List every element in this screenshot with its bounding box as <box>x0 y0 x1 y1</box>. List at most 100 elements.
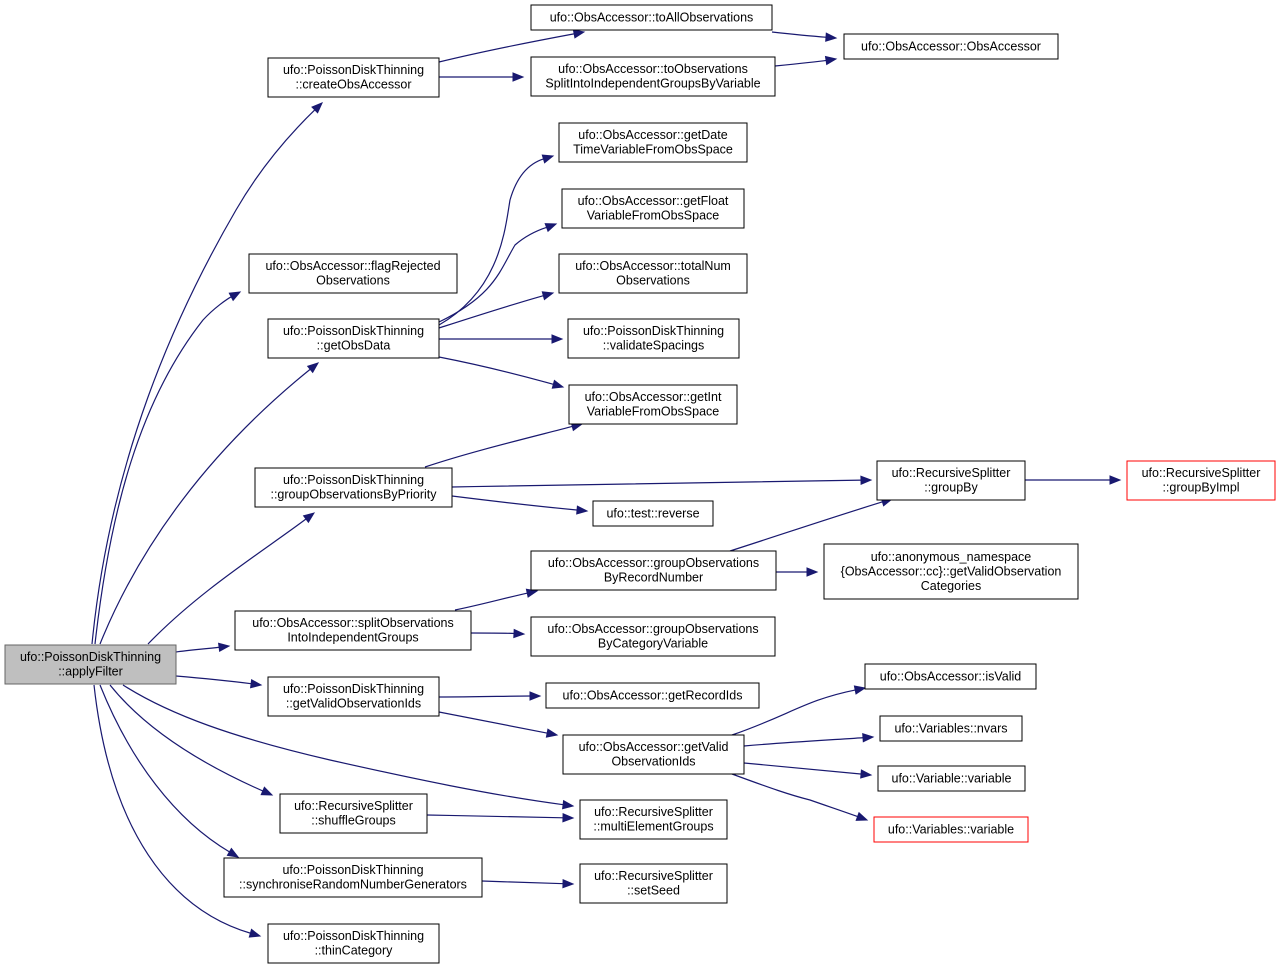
node-getValidIdsOA[interactable]: ufo::ObsAccessor::getValidObservationIds <box>562 734 745 775</box>
arrowhead-icon <box>226 847 240 858</box>
node-label-line: ufo::PoissonDiskThinning <box>583 324 724 338</box>
node-label-line: IntoIndependentGroups <box>287 631 418 645</box>
node-box <box>4 644 177 685</box>
edge-groupByRecord-to-groupBy <box>729 497 894 552</box>
node-label-line: ::groupBy <box>924 481 978 495</box>
edge-line <box>147 517 308 645</box>
arrowhead-icon <box>512 72 525 82</box>
node-label-line: ufo::RecursiveSplitter <box>594 805 713 819</box>
node-multiElementGroups[interactable]: ufo::RecursiveSplitter::multiElementGrou… <box>579 799 728 840</box>
edge-line <box>731 773 859 818</box>
node-label-line: ::synchroniseRandomNumberGenerators <box>239 878 467 892</box>
arrowhead-icon <box>248 928 262 938</box>
arrowhead-icon <box>544 223 558 233</box>
arrowhead-icon <box>545 728 559 738</box>
node-thinCategory[interactable]: ufo::PoissonDiskThinning::thinCategory <box>267 923 440 964</box>
arrowhead-icon <box>260 786 274 796</box>
edge-line <box>438 158 545 326</box>
edge-applyFilter-to-thinCategory <box>93 684 262 938</box>
node-label-line: ufo::Variables::nvars <box>894 721 1007 735</box>
edge-applyFilter-to-getValidIdsPDT <box>175 675 263 689</box>
node-isValid[interactable]: ufo::ObsAccessor::isValid <box>864 663 1037 690</box>
node-label-line: ufo::PoissonDiskThinning <box>282 863 423 877</box>
node-box <box>879 715 1023 742</box>
node-label-line: ::applyFilter <box>58 665 123 679</box>
node-reverse[interactable]: ufo::test::reverse <box>592 500 714 527</box>
node-groupByImpl[interactable]: ufo::RecursiveSplitter::groupByImpl <box>1126 460 1276 501</box>
node-variable[interactable]: ufo::Variable::variable <box>877 765 1026 792</box>
node-flagRejected[interactable]: ufo::ObsAccessor::flagRejectedObservatio… <box>248 253 458 294</box>
edge-applyFilter-to-multiElementGroups <box>122 684 575 810</box>
node-getDateTime[interactable]: ufo::ObsAccessor::getDateTimeVariableFro… <box>558 122 748 163</box>
node-label-line: ufo::ObsAccessor::getInt <box>585 390 722 404</box>
node-createObsAccessor[interactable]: ufo::PoissonDiskThinning::createObsAcces… <box>267 57 440 98</box>
node-variablesVariable[interactable]: ufo::Variables::variable <box>873 816 1029 843</box>
node-toObsSplit[interactable]: ufo::ObsAccessor::toObservationsSplitInt… <box>530 56 776 97</box>
node-label-line: ::validateSpacings <box>603 339 704 353</box>
edge-applyFilter-to-groupByPriority <box>147 512 316 645</box>
edge-line <box>451 479 863 488</box>
node-label-line: ufo::PoissonDiskThinning <box>283 682 424 696</box>
edge-getObsData-to-getFloat <box>438 223 558 323</box>
edge-groupByRecord-to-anonCategories <box>775 567 819 577</box>
node-box <box>843 33 1059 60</box>
node-getValidIdsPDT[interactable]: ufo::PoissonDiskThinning::getValidObserv… <box>267 676 440 717</box>
node-box <box>223 857 483 898</box>
edge-getValidIdsOA-to-variablesVariable <box>731 773 869 821</box>
node-label-line: TimeVariableFromObsSpace <box>573 143 733 157</box>
node-box <box>267 318 440 359</box>
edge-line <box>438 356 555 386</box>
edge-splitIndependent-to-groupByRecord <box>454 588 539 611</box>
node-label-line: ufo::PoissonDiskThinning <box>20 650 161 664</box>
node-getRecordIds[interactable]: ufo::ObsAccessor::getRecordIds <box>545 682 760 709</box>
edge-getValidIdsOA-to-nvars <box>743 732 875 747</box>
node-anonCategories[interactable]: ufo::anonymous_namespace{ObsAccessor::cc… <box>823 543 1079 600</box>
node-label-line: ufo::ObsAccessor::getDate <box>578 128 727 142</box>
node-toAllObservations[interactable]: ufo::ObsAccessor::toAllObservations <box>530 4 773 31</box>
node-getInt[interactable]: ufo::ObsAccessor::getIntVariableFromObsS… <box>568 384 738 425</box>
node-box <box>248 253 458 294</box>
node-setSeed[interactable]: ufo::RecursiveSplitter::setSeed <box>579 863 728 904</box>
edge-groupByPriority-to-groupBy <box>451 475 873 488</box>
node-box <box>873 816 1029 843</box>
node-shuffleGroups[interactable]: ufo::RecursiveSplitter::shuffleGroups <box>279 793 428 834</box>
edge-line <box>175 646 221 653</box>
node-label-line: ufo::ObsAccessor::getValid <box>579 740 729 754</box>
node-ObsAccessor[interactable]: ufo::ObsAccessor::ObsAccessor <box>843 33 1059 60</box>
node-box <box>558 253 748 294</box>
node-getObsData[interactable]: ufo::PoissonDiskThinning::getObsData <box>267 318 440 359</box>
node-box <box>592 500 714 527</box>
edge-line <box>438 294 545 329</box>
node-box <box>267 923 440 964</box>
node-box <box>876 460 1026 501</box>
arrowhead-icon <box>1109 475 1122 485</box>
arrowhead-icon <box>250 679 263 689</box>
node-groupByCategory[interactable]: ufo::ObsAccessor::groupObservationsByCat… <box>530 616 776 657</box>
node-box <box>561 188 745 229</box>
node-splitIndependent[interactable]: ufo::ObsAccessor::splitObservationsIntoI… <box>234 610 472 651</box>
node-label-line: ufo::RecursiveSplitter <box>1142 466 1261 480</box>
node-label-line: SplitIntoIndependentGroupsByVariable <box>545 77 760 91</box>
edge-line <box>743 737 865 747</box>
edge-line <box>109 684 265 792</box>
edge-getValidIdsOA-to-variable <box>743 762 873 779</box>
edge-groupByPriority-to-reverse <box>451 495 589 515</box>
edge-line <box>771 31 828 38</box>
node-nvars[interactable]: ufo::Variables::nvars <box>879 715 1023 742</box>
node-label-line: ByRecordNumber <box>604 571 703 585</box>
node-label-line: ufo::test::reverse <box>606 506 699 520</box>
arrowhead-icon <box>551 379 565 389</box>
node-getFloat[interactable]: ufo::ObsAccessor::getFloatVariableFromOb… <box>561 188 745 229</box>
node-validateSpacings[interactable]: ufo::PoissonDiskThinning::validateSpacin… <box>567 318 740 359</box>
node-groupBy[interactable]: ufo::RecursiveSplitter::groupBy <box>876 460 1026 501</box>
node-groupByPriority[interactable]: ufo::PoissonDiskThinning::groupObservati… <box>254 467 453 508</box>
node-box <box>234 610 472 651</box>
node-box <box>267 57 440 98</box>
node-groupByRecord[interactable]: ufo::ObsAccessor::groupObservationsByRec… <box>530 550 777 591</box>
node-label-line: ::shuffleGroups <box>311 814 396 828</box>
node-box <box>864 663 1037 690</box>
edge-applyFilter-to-shuffleGroups <box>109 684 274 796</box>
node-syncRNG[interactable]: ufo::PoissonDiskThinning::synchroniseRan… <box>223 857 483 898</box>
